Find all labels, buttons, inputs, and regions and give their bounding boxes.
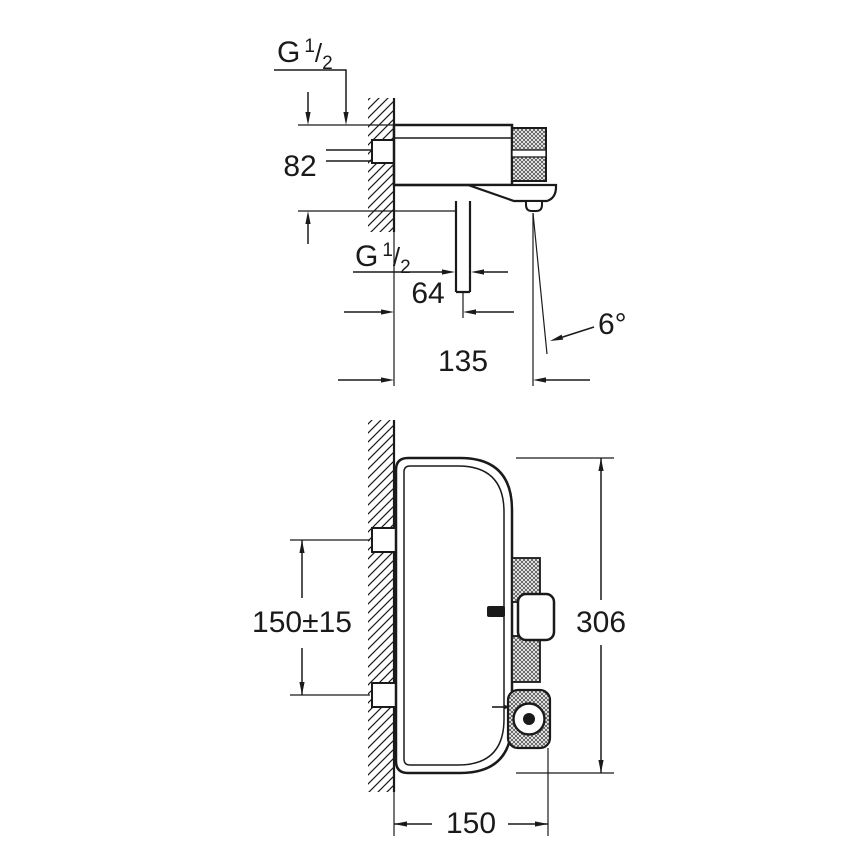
dim-150pm-text: 150±15 [252, 606, 352, 639]
handle-mid-band [511, 149, 547, 158]
dim-64-arrowhead-left [381, 309, 394, 315]
dim-306-text: 306 [576, 606, 626, 639]
body-plate-outline [394, 456, 514, 775]
dim-82-arrowhead-bottom [305, 211, 311, 224]
dim-64-arrowhead-right [463, 309, 476, 315]
dim-150-text: 150 [446, 807, 496, 840]
bottom-thread-arrowhead-right [471, 269, 484, 275]
control-knob [516, 592, 556, 642]
spout-housing [394, 183, 558, 203]
dim-82-arrowhead-top [305, 112, 311, 125]
dim-150pm-arrowhead-top [299, 540, 305, 553]
wall-hatch-side [368, 98, 394, 232]
dim-306-arrowhead-top [598, 458, 604, 471]
dim-135-arrowhead-left [381, 377, 394, 383]
bottom-thread-arrowhead-left [442, 269, 455, 275]
dim-135-arrowhead-right [533, 377, 546, 383]
wall-hatch-front [368, 420, 394, 792]
dim-angle-leader [562, 326, 595, 338]
shower-outlet-pipe [454, 201, 472, 294]
dim-306-arrowhead-bottom [598, 760, 604, 773]
top-thread-leader [274, 69, 347, 112]
dim-150-arrowhead-left [394, 821, 407, 827]
front-view: 150±15 306 150 [252, 420, 626, 840]
dim-82-text: 82 [283, 150, 316, 183]
display-mark [487, 606, 505, 617]
dim-150pm-arrowhead-bottom [299, 682, 305, 695]
lower-knurled-ring [511, 635, 541, 683]
dim-135-text: 135 [438, 345, 488, 378]
spout-outlet-nub [525, 200, 543, 212]
upper-union [371, 527, 397, 553]
inlet-union [371, 139, 395, 164]
mixer-body [392, 123, 514, 187]
spout-axis-angled-line [532, 212, 548, 355]
dim-angle-text: 6° [598, 308, 627, 341]
outlet-direction-arrowhead [504, 704, 510, 710]
dim-64-text: 64 [411, 277, 444, 310]
body-plate-inner-contour [403, 465, 505, 766]
lower-union [371, 682, 397, 708]
inlet-extension-lines [326, 149, 372, 162]
dim-angle-arrowhead [550, 334, 564, 341]
hose-outlet-center [523, 713, 535, 725]
dim-150-arrowhead-right [535, 821, 548, 827]
top-thread-arrowhead [343, 112, 349, 125]
